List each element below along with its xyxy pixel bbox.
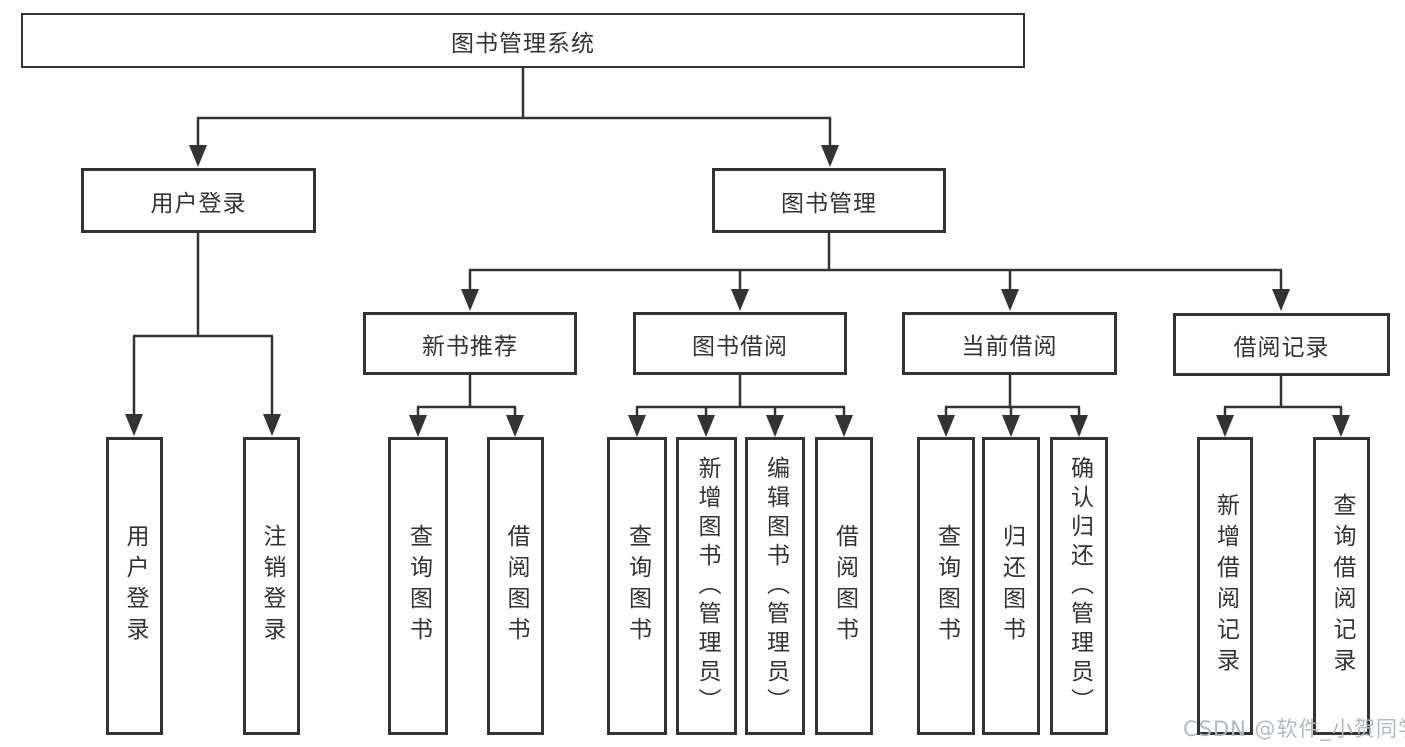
leaf-user-login: 用户登录 <box>106 437 163 735</box>
csdn-watermark: CSDN @软件_小贺同学 <box>1183 717 1405 741</box>
connector-user-login-branch <box>132 233 274 415</box>
leaf-current-confirm-return-admin: 确认归还（管理员） <box>1050 437 1108 735</box>
leaf-logout: 注销登录 <box>243 437 300 735</box>
node-book-borrow: 图书借阅 <box>633 312 847 375</box>
connector-new-book-recommend-branch <box>416 375 517 418</box>
leaf-borrow-query-books: 查询图书 <box>607 437 667 735</box>
connector-book-borrow-branch <box>635 375 846 418</box>
leaf-recommend-borrow-books: 借阅图书 <box>487 437 544 735</box>
node-current-borrow: 当前借阅 <box>902 312 1117 375</box>
connector-borrow-records-branch <box>1223 375 1343 418</box>
leaf-borrow-borrow-books: 借阅图书 <box>815 437 873 735</box>
leaf-current-return-books: 归还图书 <box>982 437 1040 735</box>
leaf-records-add-record: 新增借阅记录 <box>1197 437 1253 735</box>
leaf-current-query-books: 查询图书 <box>917 437 975 735</box>
node-new-book-recommend: 新书推荐 <box>363 312 577 375</box>
connector-book-management-branch <box>468 233 1283 291</box>
leaf-borrow-add-books-admin: 新增图书（管理员） <box>676 437 737 735</box>
connector-current-borrow-branch <box>944 375 1081 418</box>
node-user-login: 用户登录 <box>81 168 316 233</box>
leaf-recommend-query-books: 查询图书 <box>388 437 448 735</box>
node-library-management-system: 图书管理系统 <box>21 13 1025 68</box>
node-book-management: 图书管理 <box>712 168 946 233</box>
node-borrow-records: 借阅记录 <box>1173 313 1390 376</box>
leaf-records-query-record: 查询借阅记录 <box>1313 437 1370 735</box>
leaf-borrow-edit-books-admin: 编辑图书（管理员） <box>745 437 805 735</box>
connector-root-to-level2 <box>196 68 832 146</box>
